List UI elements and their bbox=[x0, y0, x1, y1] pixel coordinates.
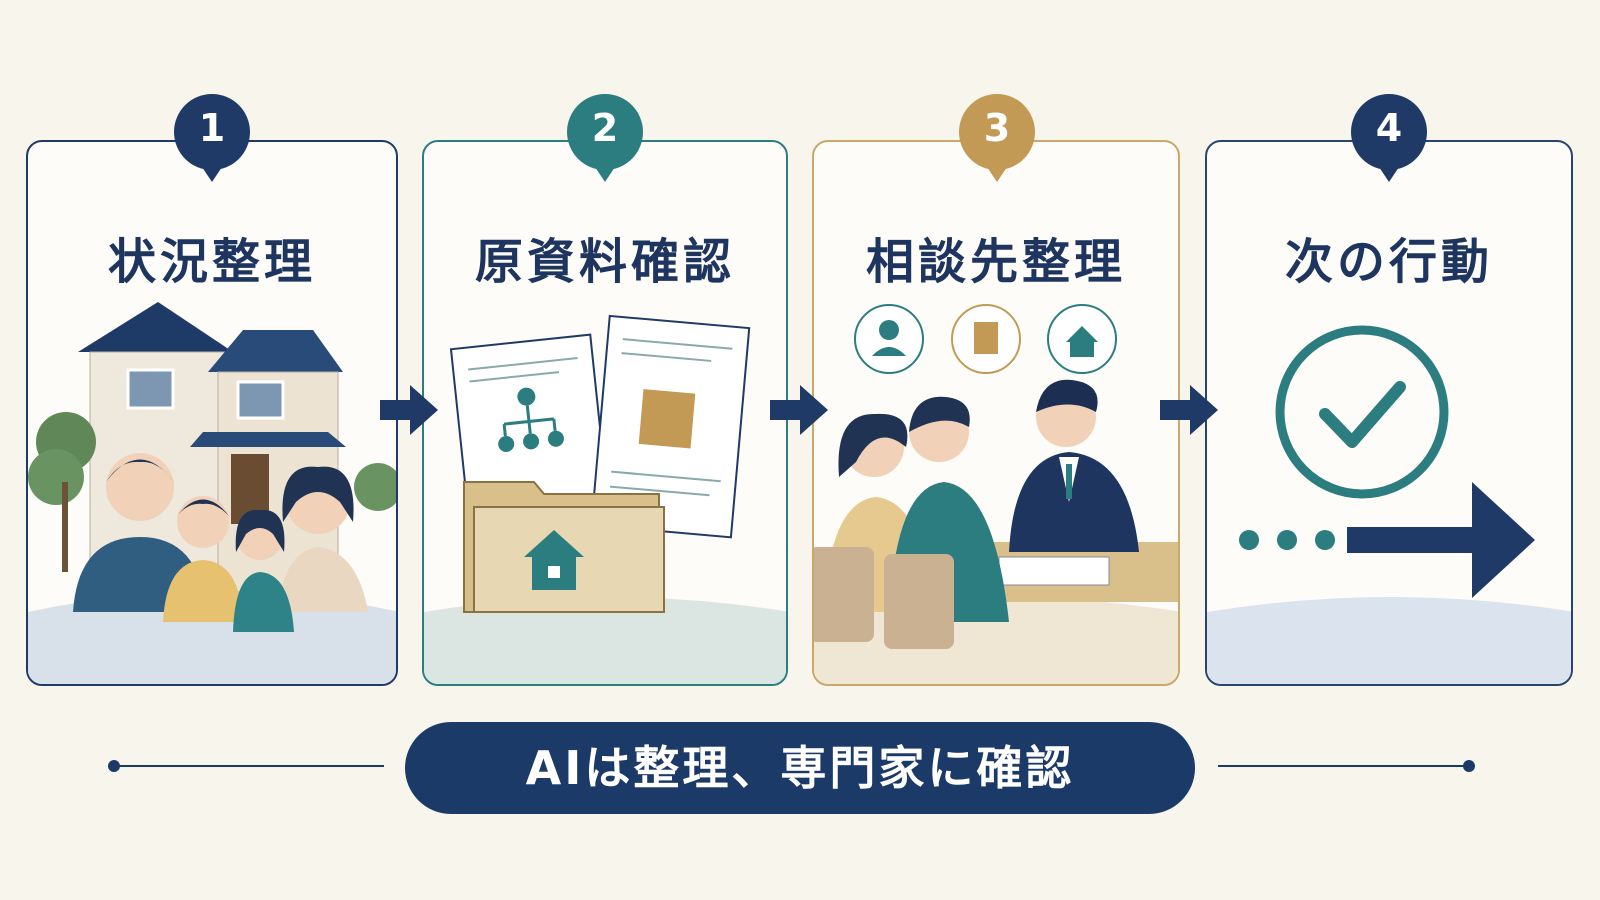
house-roof bbox=[78, 302, 233, 352]
documents-illustration bbox=[424, 314, 786, 684]
org-chart-icon bbox=[517, 387, 536, 406]
step-badge-2: 2 bbox=[565, 92, 645, 188]
next-action-illustration bbox=[1207, 325, 1571, 684]
divider-line bbox=[1218, 765, 1468, 767]
footer-message: AIは整理、専門家に確認 bbox=[405, 722, 1195, 814]
home-icon bbox=[524, 530, 584, 557]
step-card-2: 原資料確認 bbox=[422, 140, 788, 686]
building-icon bbox=[638, 389, 696, 449]
arrow-right-icon bbox=[1347, 482, 1535, 598]
step-badge-1: 1 bbox=[172, 92, 252, 188]
line-end-dot bbox=[1463, 760, 1475, 772]
step-title: 次の行動 bbox=[1284, 234, 1493, 290]
flow-arrow-icon bbox=[380, 385, 438, 435]
family-house-illustration bbox=[28, 302, 396, 684]
check-circle-icon bbox=[1275, 325, 1449, 499]
consultation-illustration bbox=[814, 304, 1178, 684]
step-card-3: 相談先整理 bbox=[812, 140, 1180, 686]
step-badge-4: 4 bbox=[1349, 92, 1429, 188]
step-title: 原資料確認 bbox=[474, 234, 735, 290]
step-card-4: 次の行動 bbox=[1205, 140, 1573, 686]
flow-arrow-icon bbox=[1160, 385, 1218, 435]
step-title: 状況整理 bbox=[107, 234, 316, 290]
flow-arrow-icon bbox=[770, 385, 828, 435]
step-title: 相談先整理 bbox=[865, 234, 1126, 290]
divider-line bbox=[114, 765, 384, 767]
step-badge-3: 3 bbox=[957, 92, 1037, 188]
step-card-1: 状況整理 bbox=[26, 140, 398, 686]
